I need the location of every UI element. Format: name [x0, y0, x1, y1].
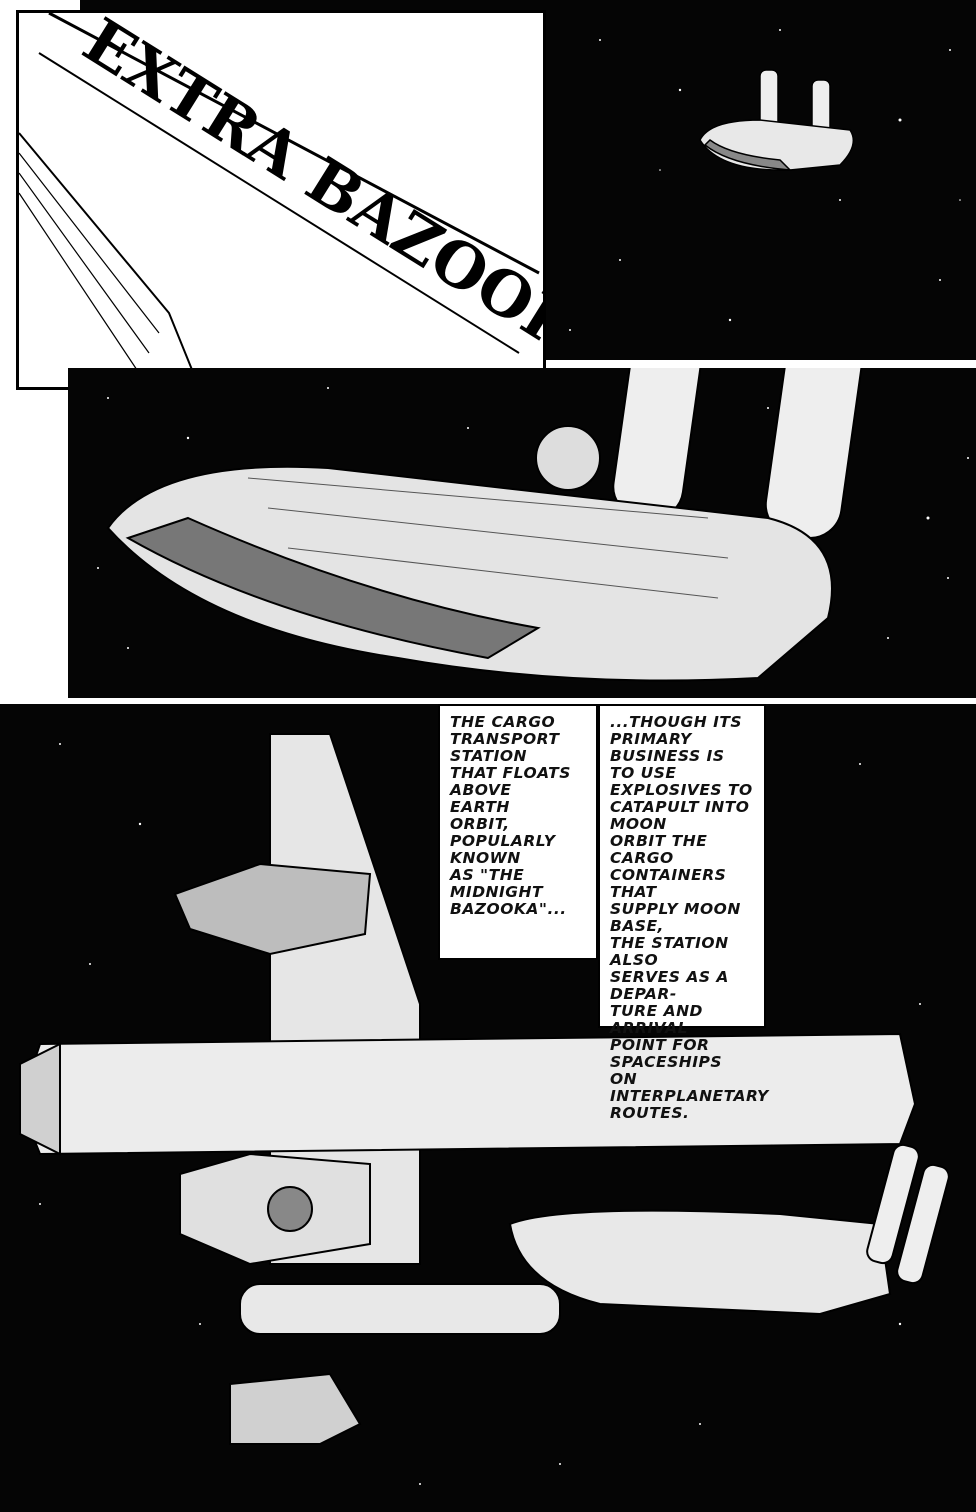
panel-space-large-ship	[68, 368, 976, 698]
panel-title-logo: EXTRA BAZOOKA	[16, 10, 546, 390]
stylized-title-logo: EXTRA BAZOOKA	[19, 13, 543, 387]
small-spaceship-icon	[569, 29, 961, 331]
caption-box-intro: THE CARGO TRANSPORT STATION THAT FLOATS …	[438, 704, 598, 960]
caption-box-description: ...THOUGH ITS PRIMARY BUSINESS IS TO USE…	[598, 704, 768, 1122]
panel-space-station: THE CARGO TRANSPORT STATION THAT FLOATS …	[0, 704, 976, 1512]
large-spaceship-icon	[97, 368, 969, 682]
space-station-icon	[18, 733, 950, 1485]
